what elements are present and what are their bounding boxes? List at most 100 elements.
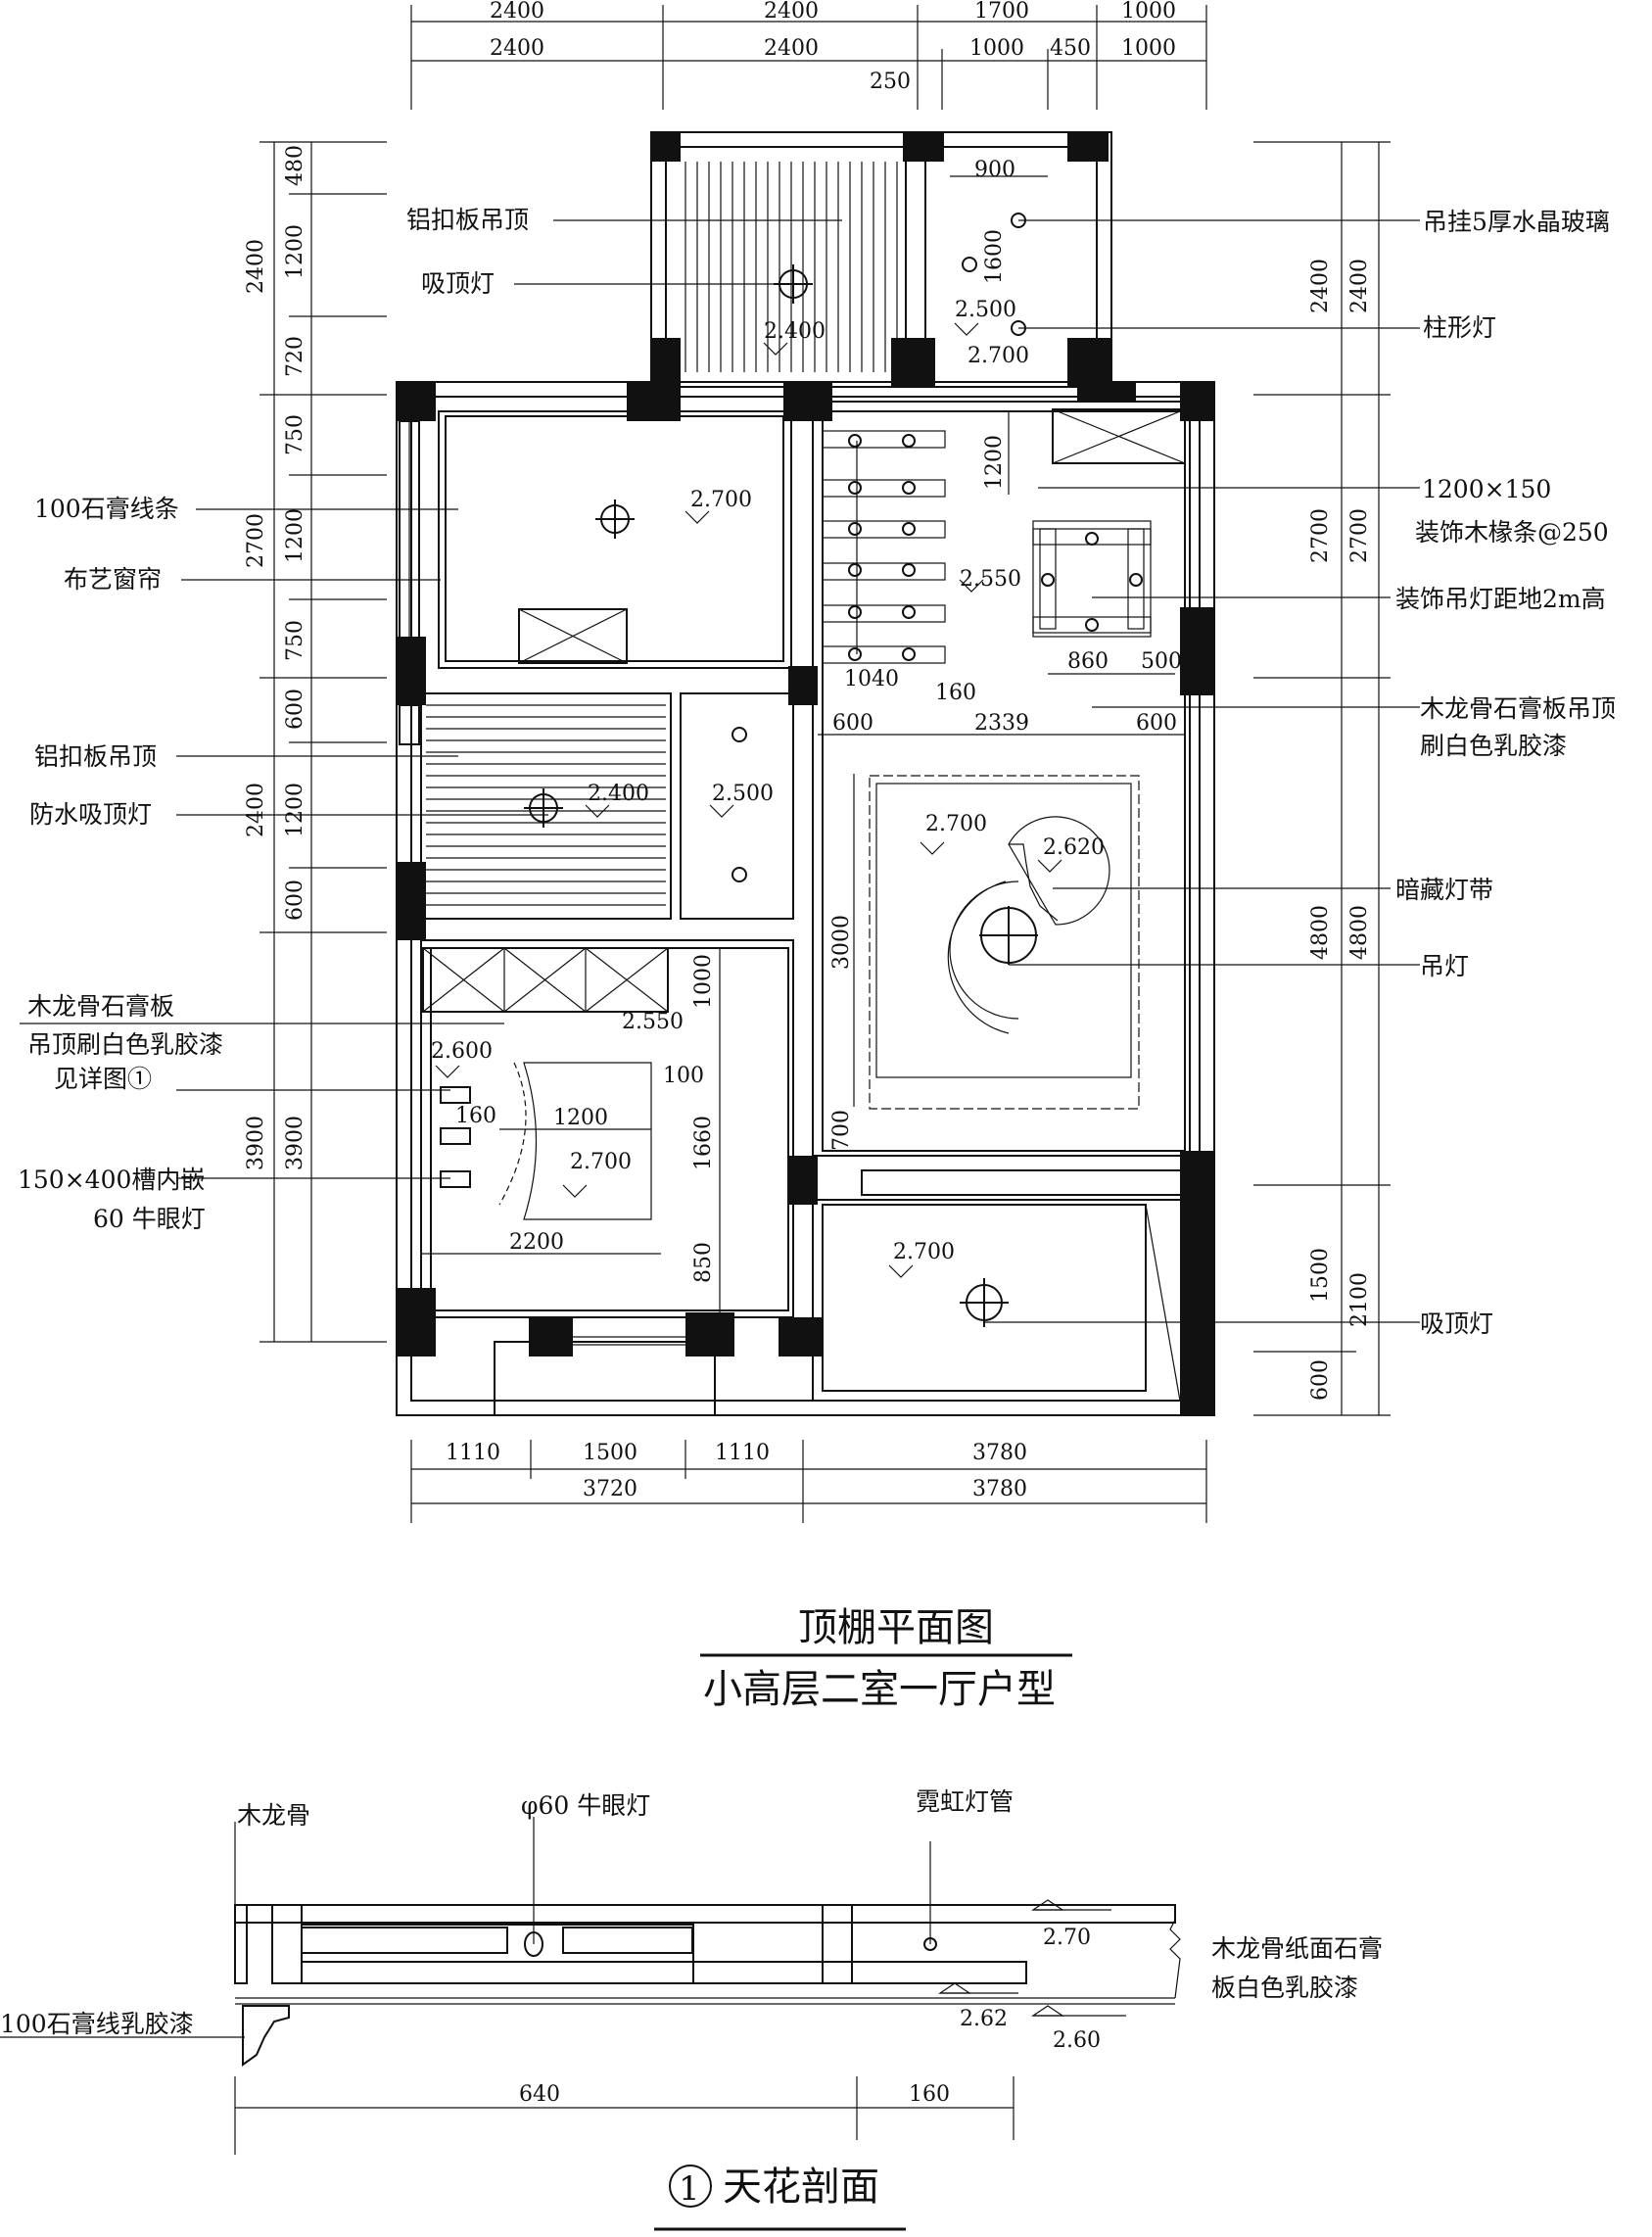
- left-annotations: 铝扣板吊顶 吸顶灯 100石膏线条 布艺窗帘 铝扣板吊顶 防水吸顶灯 木龙骨石膏…: [18, 206, 842, 1233]
- left-inner-4: 750: [283, 414, 307, 455]
- floor-plan: [396, 131, 1215, 1416]
- label-ceiling-light: 吸顶灯: [421, 269, 495, 298]
- wood-rafters: [822, 430, 946, 664]
- bottom-dim-2-2: 3780: [972, 1477, 1027, 1501]
- label-gypsum-molding: 100石膏线条: [34, 495, 179, 523]
- left-inner-7: 600: [283, 689, 307, 730]
- top-dimensions: 2400 2400 1700 1000 2400 2400 1000 450 1…: [410, 0, 1207, 110]
- right-inner-5: 600: [1308, 1359, 1333, 1401]
- left-inner-6: 750: [283, 620, 307, 661]
- elev-bedroom1: 2.700: [690, 488, 752, 512]
- elev-living-2700: 2.700: [925, 812, 987, 836]
- label-hidden-led: 暗藏灯带: [1395, 876, 1493, 904]
- elev-glass-2500: 2.500: [955, 298, 1016, 322]
- right-dimensions: 2400 2400 2700 2700 4800 4800 1500 2100 …: [1253, 141, 1391, 1416]
- left-dimensions: 2400 2700 2400 3900 480 1200 720 750 120…: [244, 141, 387, 1343]
- label-wood-gypsum-r: 木龙骨石膏板吊顶: [1420, 694, 1616, 723]
- section-label-paint: 板白色乳胶漆: [1211, 1974, 1358, 2002]
- top-dim-1-4: 1000: [1121, 0, 1176, 24]
- elevation-markers: 2.400 2.500 2.700 2.700 2.550 2.400 2.50…: [431, 298, 1105, 1278]
- dim-160-living: 160: [935, 681, 976, 705]
- dim-850: 850: [691, 1242, 716, 1283]
- right-outer-2: 2700: [1347, 508, 1372, 563]
- dim-3000: 3000: [829, 915, 854, 970]
- section-label-wood: 木龙骨: [237, 1801, 310, 1830]
- dim-600-b: 600: [1136, 711, 1177, 736]
- inner-dimensions: 900 1600 1200 1040 160 860 500 600 2339 …: [421, 158, 1185, 1312]
- section-label-bullseye: φ60 牛眼灯: [521, 1791, 650, 1820]
- label-see-detail: 见详图①: [54, 1065, 152, 1093]
- elev-bath: 2.400: [588, 782, 649, 806]
- section-title-block: 1 天花剖面: [654, 2165, 906, 2231]
- label-pendant-2m: 装饰吊灯距地2m高: [1395, 585, 1606, 613]
- plan-subtitle: 小高层二室一厅户型: [703, 1667, 1056, 1712]
- top-dim-1-3: 1700: [974, 0, 1029, 24]
- elev-bedroom2-2700: 2.700: [570, 1150, 632, 1174]
- section-elev-262: 2.62: [960, 2007, 1008, 2031]
- left-inner-5: 1200: [283, 508, 307, 563]
- elev-hall: 2.500: [712, 782, 774, 806]
- bottom-dim-2-1: 3720: [583, 1477, 637, 1501]
- top-dim-250: 250: [870, 70, 911, 94]
- left-outer-3: 2400: [244, 783, 268, 837]
- top-dim-2-4: 450: [1050, 36, 1091, 61]
- dim-2339: 2339: [974, 711, 1029, 736]
- section-elev-260: 2.60: [1053, 2028, 1101, 2053]
- elev-living-2550: 2.550: [960, 567, 1021, 592]
- plan-title-block: 顶棚平面图 小高层二室一厅户型: [700, 1605, 1072, 1712]
- section-labels: 木龙骨 φ60 牛眼灯 霓虹灯管 木龙骨纸面石膏 板白色乳胶漆 100石膏线乳胶…: [0, 1787, 1383, 2107]
- dim-1660: 1660: [691, 1116, 716, 1170]
- label-crystal-glass: 吊挂5厚水晶玻璃: [1423, 208, 1610, 236]
- label-waterproof-light: 防水吸顶灯: [29, 800, 152, 829]
- top-dim-2-1: 2400: [490, 36, 544, 61]
- elev-bedroom2-2600: 2.600: [431, 1039, 493, 1064]
- right-inner-2: 2700: [1308, 508, 1333, 563]
- dim-500: 500: [1141, 649, 1182, 674]
- section-dim-160: 160: [909, 2082, 950, 2107]
- right-inner-3: 4800: [1308, 905, 1333, 960]
- dim-860: 860: [1067, 649, 1109, 674]
- right-inner-1: 2400: [1308, 259, 1333, 313]
- left-inner-2: 1200: [283, 224, 307, 279]
- label-alu-ceiling-2: 铝扣板吊顶: [34, 742, 157, 771]
- label-rafters: 装饰木椽条@250: [1415, 518, 1609, 547]
- aluminium-slats-top: [684, 162, 898, 372]
- section-elev-270: 2.70: [1043, 1926, 1091, 1950]
- label-alu-ceiling-1: 铝扣板吊顶: [406, 206, 529, 234]
- section-number: 1: [679, 2169, 700, 2209]
- section-label-gypsum: 木龙骨纸面石膏: [1211, 1934, 1383, 1963]
- bottom-dim-1-1: 1110: [446, 1441, 500, 1465]
- right-outer-4: 2100: [1347, 1272, 1372, 1327]
- bottom-dim-1-2: 1500: [583, 1441, 637, 1465]
- dim-100: 100: [663, 1064, 704, 1088]
- top-dim-2-3: 1000: [969, 36, 1024, 61]
- dim-160-bedroom: 160: [455, 1104, 496, 1128]
- top-dim-1-2: 2400: [764, 0, 819, 24]
- living-ceiling-recess: [869, 775, 1140, 1110]
- left-outer-4: 3900: [244, 1116, 268, 1170]
- elev-living-2620: 2.620: [1043, 835, 1105, 860]
- left-inner-1: 480: [283, 145, 307, 186]
- elev-bedroom2-2550: 2.550: [622, 1010, 684, 1034]
- bedroom-curved-recess: [498, 1062, 652, 1220]
- left-inner-8: 1200: [283, 783, 307, 837]
- left-inner-10: 3900: [283, 1116, 307, 1170]
- dim-900: 900: [974, 158, 1015, 182]
- left-inner-9: 600: [283, 880, 307, 921]
- bottom-dim-1-3: 1110: [715, 1441, 770, 1465]
- label-1200x150: 1200×150: [1422, 475, 1551, 503]
- dim-2200: 2200: [509, 1230, 564, 1255]
- section-label-neon: 霓虹灯管: [916, 1787, 1014, 1816]
- right-outer-1: 2400: [1347, 259, 1372, 313]
- left-outer-2: 2700: [244, 513, 268, 568]
- label-white-paint: 吊顶刷白色乳胶漆: [27, 1030, 223, 1059]
- dim-1000: 1000: [691, 954, 716, 1009]
- dim-1200-bedroom: 1200: [553, 1106, 608, 1130]
- elev-glass-2700: 2.700: [968, 344, 1029, 368]
- label-white-paint-r: 刷白色乳胶漆: [1420, 732, 1567, 760]
- right-annotations: 吊挂5厚水晶玻璃 柱形灯 1200×150 装饰木椽条@250 装饰吊灯距地2m…: [984, 208, 1616, 1338]
- section-title: 天花剖面: [723, 2165, 879, 2210]
- section-label-molding: 100石膏线乳胶漆: [0, 2010, 194, 2038]
- section-detail: [0, 1817, 1181, 2155]
